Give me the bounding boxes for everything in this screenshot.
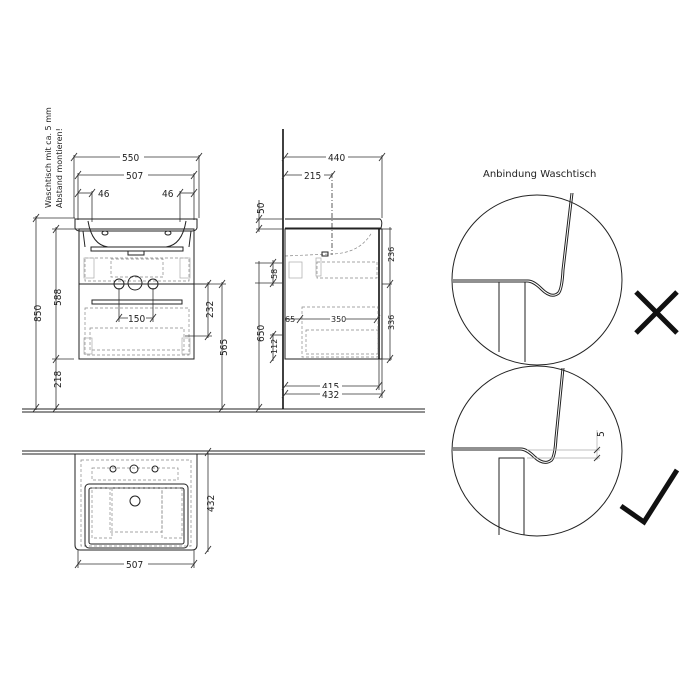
- top-view: 432 507: [74, 447, 217, 571]
- dim-565: 565: [219, 339, 230, 356]
- detail-wrong: [451, 192, 623, 366]
- dim-58: 58: [270, 269, 279, 279]
- check-icon: [619, 468, 680, 526]
- front-view: Waschtisch mit ca. 5 mm Abstand montiere…: [32, 107, 230, 413]
- dim-236: 236: [387, 247, 396, 262]
- detail-right: 5: [451, 365, 623, 537]
- dim-150: 150: [128, 314, 145, 325]
- dim-432: 432: [322, 390, 339, 401]
- dim-215: 215: [304, 171, 321, 182]
- dim-232: 232: [205, 301, 216, 318]
- dim-588: 588: [53, 289, 64, 306]
- dim-218: 218: [53, 371, 64, 388]
- dim-top-432: 432: [206, 495, 217, 512]
- side-view: 440 215 50 236 336: [255, 129, 396, 413]
- dim-112: 112: [270, 339, 279, 354]
- wall-line-top: [22, 450, 425, 455]
- cross-icon: [634, 290, 679, 335]
- detail-section: Anbindung Waschtisch 5: [451, 169, 680, 537]
- dim-46-left: 46: [98, 189, 110, 200]
- dim-650: 650: [256, 325, 267, 342]
- mounting-note-line2: Abstand montieren!: [55, 128, 64, 208]
- dim-top-507: 507: [126, 560, 143, 571]
- dim-65: 65: [285, 315, 295, 324]
- dim-50: 50: [256, 202, 267, 214]
- dim-850: 850: [33, 305, 44, 322]
- dim-550: 550: [122, 153, 139, 164]
- dim-415: 415: [322, 382, 339, 393]
- dim-350: 350: [331, 315, 346, 324]
- dim-440: 440: [328, 153, 345, 164]
- floor-line-front: [22, 408, 425, 413]
- detail-title: Anbindung Waschtisch: [483, 169, 596, 180]
- dim-46-right: 46: [162, 189, 174, 200]
- dim-507: 507: [126, 171, 143, 182]
- dim-336: 336: [387, 315, 396, 330]
- mounting-note-line1: Waschtisch mit ca. 5 mm: [44, 107, 53, 208]
- gap-5-label: 5: [596, 431, 607, 437]
